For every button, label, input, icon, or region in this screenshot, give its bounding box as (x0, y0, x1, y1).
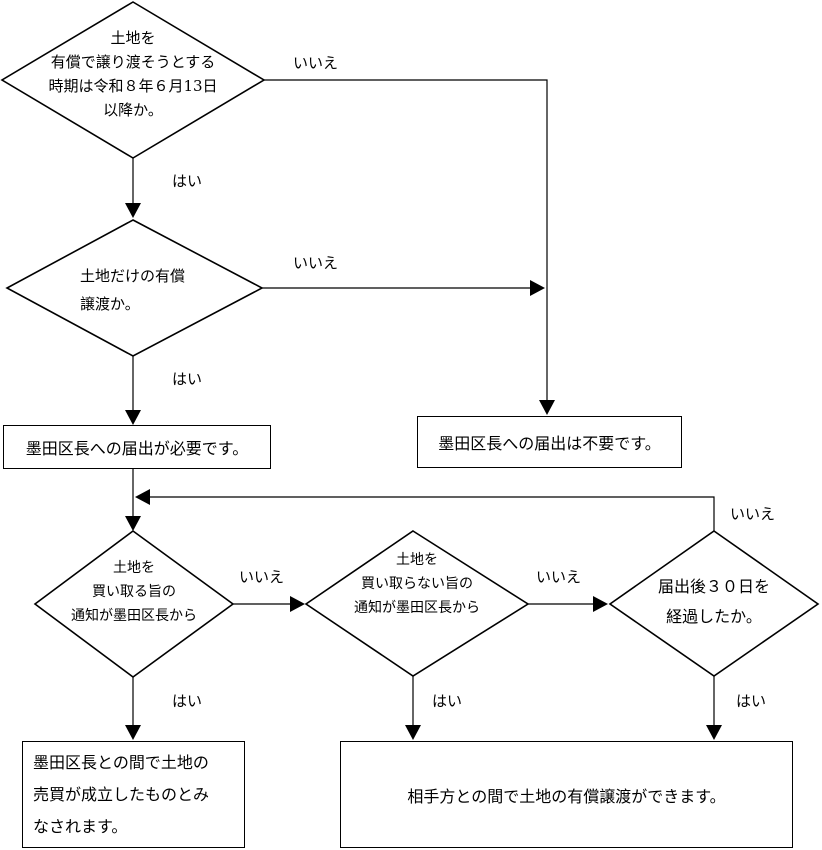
arrowhead (290, 596, 305, 612)
arrowhead (593, 596, 608, 612)
result-sale-with-city-text: 墨田区長との間で土地の 売買が成立したものとみ なされます。 (33, 747, 209, 843)
decision-q2: 土地だけの有償 譲渡か。 (80, 262, 185, 318)
arrowhead (405, 725, 421, 740)
label-q2-yes: はい (172, 370, 203, 388)
decision-q1-line: 以降か。 (103, 101, 163, 119)
label-q3-no: いいえ (239, 568, 285, 586)
decision-q1-line: 有償で譲り渡そうとする (50, 53, 216, 71)
result-sale-with-city: 墨田区長との間で土地の 売買が成立したものとみ なされます。 (22, 741, 245, 848)
label-q2-no: いいえ (293, 254, 339, 272)
arrowhead (125, 410, 141, 425)
decision-q1-line: 土地を (110, 29, 156, 47)
label-q5-yes: はい (736, 692, 767, 710)
decision-q2-line: 譲渡か。 (80, 295, 140, 313)
decision-q1: 土地を 有償で譲り渡そうとする 時期は令和８年６月13日 以降か。 (3, 26, 263, 122)
label-q3-yes: はい (172, 692, 203, 710)
arrowhead (125, 725, 141, 740)
label-q4-no: いいえ (536, 568, 582, 586)
result-notification-not-required: 墨田区長への届出は不要です。 (417, 416, 682, 468)
label-q1-yes: はい (172, 172, 203, 190)
decision-q4-line: 土地を (396, 552, 438, 568)
result-notification-required: 墨田区長への届出が必要です。 (3, 425, 271, 469)
decision-q5-line: 経過したか。 (666, 607, 762, 626)
decision-q2-line: 土地だけの有償 (80, 267, 186, 285)
decision-q4-line: 通知が墨田区長から (354, 600, 480, 616)
arrowhead (530, 280, 545, 296)
label-q4-yes: はい (432, 692, 463, 710)
decision-q5: 届出後３０日を 経過したか。 (610, 572, 818, 632)
result-required-text: 墨田区長への届出が必要です。 (25, 439, 249, 458)
label-q5-no: いいえ (730, 505, 776, 523)
result-other-text: 相手方との間で土地の有償譲渡ができます。 (407, 786, 726, 806)
arrowhead (125, 203, 141, 218)
decision-q4-line: 買い取らない旨の (361, 576, 473, 592)
decision-q1-line: 時期は令和８年６月13日 (48, 77, 218, 95)
result-city-line: 墨田区長との間で土地の (33, 752, 209, 772)
decision-q3-line: 土地を (113, 560, 155, 576)
decision-q3-line: 買い取る旨の (92, 584, 176, 600)
arrowhead (135, 489, 150, 505)
arrowhead (125, 516, 141, 531)
decision-q5-line: 届出後３０日を (657, 577, 770, 596)
result-city-line: なされます。 (33, 816, 128, 836)
arrowhead (539, 400, 555, 415)
arrowhead (706, 725, 722, 740)
decision-q3: 土地を 買い取る旨の 通知が墨田区長から (35, 556, 233, 628)
result-city-line: 売買が成立したものとみ (33, 784, 210, 804)
decision-q4: 土地を 買い取らない旨の 通知が墨田区長から (306, 548, 528, 620)
result-not-required-text: 墨田区長への届出は不要です。 (438, 434, 661, 453)
result-transfer-to-other-party: 相手方との間で土地の有償譲渡ができます。 (340, 741, 793, 848)
decision-q3-line: 通知が墨田区長から (71, 608, 197, 624)
label-q1-no: いいえ (293, 54, 339, 72)
